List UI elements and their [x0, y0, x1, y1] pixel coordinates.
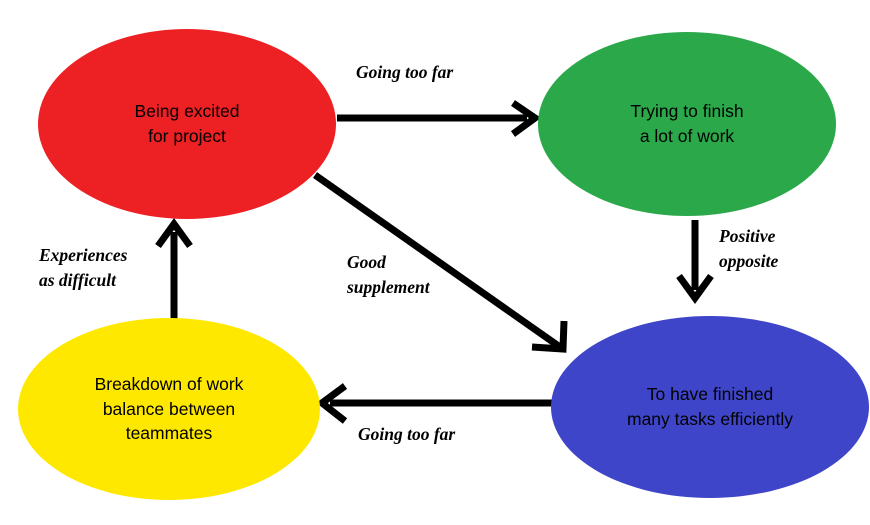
- arrow-excited-to-finish-lots: [337, 100, 542, 137]
- node-excited-label: Being excited for project: [134, 101, 240, 146]
- edge-label-excited-to-finished-tasks: Good supplement: [347, 252, 430, 298]
- edge-label-finished-tasks-to-breakdown: Going too far: [358, 424, 456, 444]
- node-breakdown-label: Breakdown of work balance between teamma…: [94, 373, 244, 444]
- edge-label-finish-lots-to-finished-tasks: Positive opposite: [719, 226, 779, 272]
- edge-label-breakdown-to-excited: Experiences as difficult: [39, 245, 128, 291]
- arrow-breakdown-to-excited: [155, 218, 193, 320]
- node-finish-lots-label: Trying to finish a lot of work: [630, 101, 744, 146]
- arrow-finish-lots-to-finished-tasks: [676, 220, 714, 304]
- node-breakdown[interactable]: Breakdown of work balance between teamma…: [18, 318, 320, 500]
- node-excited[interactable]: Being excited for project: [38, 29, 336, 219]
- node-finished-tasks[interactable]: To have finished many tasks efficiently: [551, 316, 869, 498]
- node-finished-tasks-label: To have finished many tasks efficiently: [627, 384, 793, 429]
- arrow-finished-tasks-to-breakdown: [316, 383, 553, 424]
- node-finish-lots[interactable]: Trying to finish a lot of work: [538, 32, 836, 216]
- edge-label-excited-to-finish-lots: Going too far: [356, 62, 454, 82]
